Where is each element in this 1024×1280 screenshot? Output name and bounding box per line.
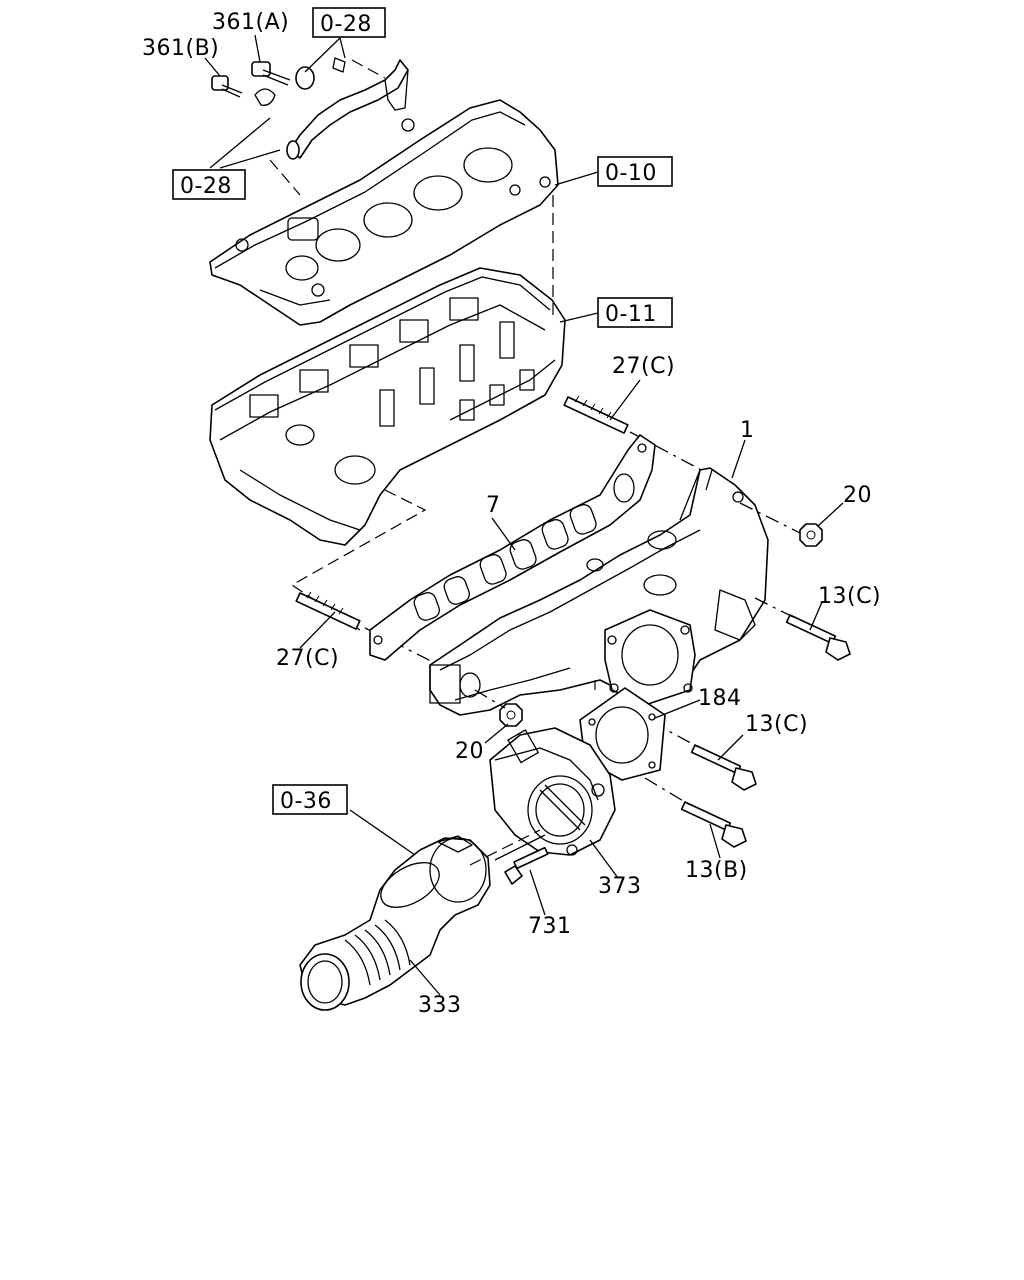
bolt-13c-mid (690, 744, 757, 791)
pcv-hose (286, 59, 409, 160)
label-27c-left: 27(C) (276, 646, 339, 671)
label-373: 373 (598, 874, 642, 899)
nut-20-left (499, 703, 523, 727)
label-13b: 13(B) (685, 858, 748, 883)
label-184: 184 (698, 686, 742, 711)
label-361b: 361(B) (142, 36, 219, 61)
ref-box-028-top (312, 7, 386, 38)
bolt-13b (680, 801, 747, 848)
label-ref-028-top: 0-28 (320, 12, 372, 37)
throttle-body (489, 727, 616, 856)
stud-27c-upper (563, 395, 629, 434)
bolt-361a (251, 61, 291, 86)
label-13c-right: 13(C) (818, 584, 881, 609)
ref-box-036 (272, 784, 348, 815)
hose-clip (254, 57, 346, 106)
ref-box-011 (597, 297, 673, 328)
nut-20-right (799, 523, 823, 547)
label-ref-011: 0-11 (605, 302, 657, 327)
label-1: 1 (740, 418, 755, 443)
bolt-13c-right (785, 614, 851, 661)
label-361a: 361(A) (212, 10, 289, 35)
bolt-731 (504, 846, 549, 885)
stud-27c-lower (295, 591, 361, 630)
ref-box-010 (597, 156, 673, 187)
label-ref-010: 0-10 (605, 161, 657, 186)
label-20-right: 20 (843, 483, 872, 508)
label-20-left: 20 (455, 739, 484, 764)
label-731: 731 (528, 914, 572, 939)
cylinder-head-cover (209, 99, 559, 326)
cylinder-head (209, 267, 566, 546)
ref-box-028-left (172, 169, 246, 200)
label-7: 7 (486, 493, 501, 518)
bolt-361b (211, 75, 243, 98)
label-333: 333 (418, 993, 462, 1018)
label-27c-top: 27(C) (612, 354, 675, 379)
label-ref-036: 0-36 (280, 789, 332, 814)
air-intake-duct (299, 835, 491, 1011)
label-13c-mid: 13(C) (745, 712, 808, 737)
label-ref-028-left: 0-28 (180, 174, 232, 199)
intake-manifold (429, 467, 769, 716)
